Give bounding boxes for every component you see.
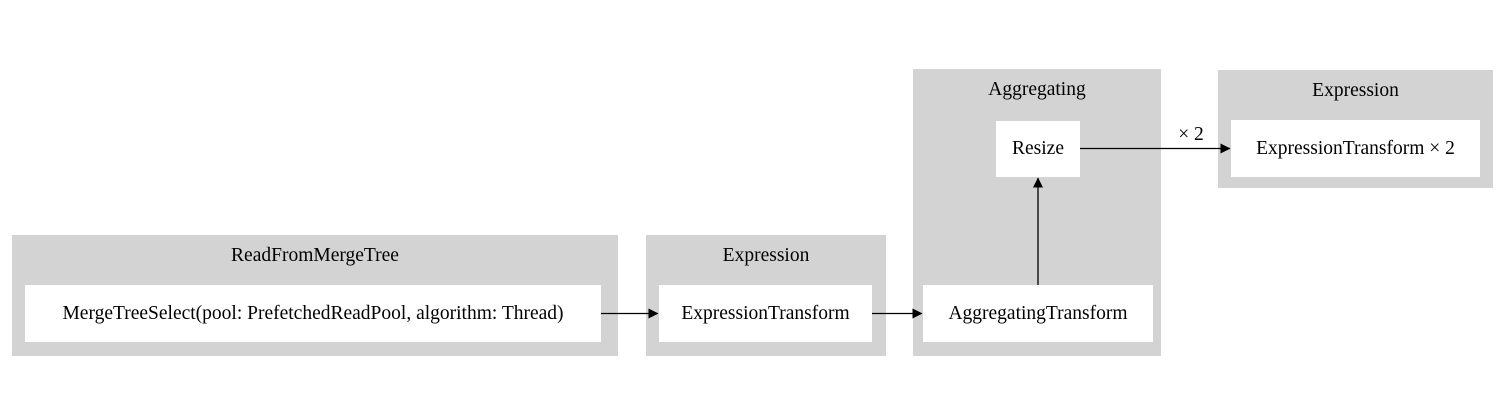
- cluster-aggregating-title: Aggregating: [988, 79, 1086, 100]
- edge-label-x2: × 2: [1178, 124, 1204, 145]
- node-resize: Resize: [996, 121, 1080, 177]
- node-expressiontransform: ExpressionTransform: [659, 285, 872, 342]
- node-mergetreeselect: MergeTreeSelect(pool: PrefetchedReadPool…: [25, 285, 601, 342]
- node-expressiontransform-x2: ExpressionTransform × 2: [1231, 120, 1480, 177]
- node-aggregatingtransform: AggregatingTransform: [923, 285, 1153, 342]
- cluster-expression-2-title: Expression: [1312, 80, 1399, 101]
- cluster-readfrommergetree-title: ReadFromMergeTree: [231, 245, 399, 266]
- cluster-expression-1-title: Expression: [722, 245, 810, 266]
